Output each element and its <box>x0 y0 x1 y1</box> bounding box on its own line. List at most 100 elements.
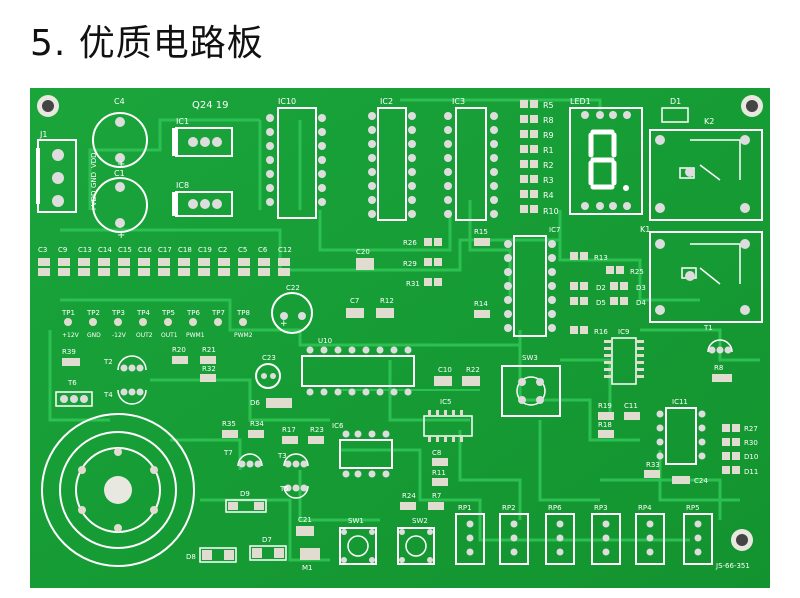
label-d3: D3 <box>636 284 646 292</box>
pad-r22 <box>462 376 480 386</box>
label-ic1: IC1 <box>176 117 189 126</box>
label-c24: C24 <box>694 477 708 485</box>
connector-j1 <box>36 139 77 213</box>
label-r9: R9 <box>543 131 554 140</box>
label-ic5: IC5 <box>440 398 451 406</box>
rp-labels: RP1 RP2 RP6 RP3 RP4 RP5 <box>458 504 700 512</box>
transistor-t6 <box>55 391 93 407</box>
pad-m1 <box>300 548 320 560</box>
label-r8b: R8 <box>714 364 723 372</box>
label-r26: R26 <box>403 239 417 247</box>
label-r22: R22 <box>466 366 480 374</box>
regulator-ic8 <box>172 191 233 217</box>
label-q: Q24 19 <box>192 100 229 111</box>
switch-sw1 <box>339 527 377 565</box>
label-r5: R5 <box>543 101 554 110</box>
pad-c24 <box>672 476 690 484</box>
svg-text:+: + <box>117 230 125 241</box>
pads-r27-d11 <box>722 424 740 474</box>
regulator-ic1 <box>172 127 233 157</box>
pad-r19 <box>598 412 614 420</box>
dip-ic6 <box>339 430 393 478</box>
label-r35: R35 <box>222 420 236 428</box>
label-r27: R27 <box>744 425 758 433</box>
transistor-t1 <box>707 339 733 354</box>
pads-r13-r25 <box>570 252 628 334</box>
transistor-t7 <box>237 453 263 468</box>
rp-label: RP6 <box>548 504 562 512</box>
label-r21: R21 <box>202 346 216 354</box>
relay-k2 <box>649 129 763 221</box>
label-led1: LED1 <box>570 97 591 106</box>
pad-r23 <box>308 436 324 444</box>
tp-label: TP5 <box>161 309 175 317</box>
tp-label: TP8 <box>236 309 250 317</box>
pad-c7 <box>346 308 364 318</box>
label-ic2: IC2 <box>380 97 393 106</box>
tp-label: TP4 <box>136 309 150 317</box>
pad-r33 <box>644 470 660 478</box>
label-r4: R4 <box>543 191 554 200</box>
label-d4: D4 <box>636 299 646 307</box>
label-r11: R11 <box>432 469 446 477</box>
pad-d8-b <box>224 550 234 560</box>
pad-r21 <box>200 356 216 364</box>
board-code: JS-66-351 <box>715 562 750 570</box>
transistor-t5 <box>283 484 309 499</box>
capacitor-c23 <box>255 363 281 389</box>
label-d10: D10 <box>744 453 758 461</box>
cap-label: C6 <box>258 246 268 254</box>
mounting-holes <box>37 95 763 551</box>
pad-r32 <box>200 374 216 382</box>
label-sw2: SW2 <box>412 517 428 525</box>
dip-ic10 <box>266 107 326 219</box>
resistor-pad-column <box>520 100 538 213</box>
relay-k1 <box>649 231 763 323</box>
tp-sub-label: GND <box>87 332 101 339</box>
label-ic9: IC9 <box>618 328 629 336</box>
pad-r24 <box>400 502 416 510</box>
rp-label: RP2 <box>502 504 516 512</box>
cap-label: C2 <box>218 246 227 254</box>
label-d1: D1 <box>670 97 681 106</box>
label-r15: R15 <box>474 228 488 236</box>
label-c21: C21 <box>298 516 312 524</box>
label-t6: T6 <box>67 379 77 387</box>
dip-ic3 <box>444 107 498 221</box>
switch-sw3 <box>501 365 561 417</box>
smd-ic9 <box>604 337 644 385</box>
pad-d7-b <box>274 548 284 558</box>
label-t5: T5 <box>279 485 289 493</box>
capacitor-c1: + <box>92 177 148 241</box>
transistor-t3 <box>283 453 309 468</box>
label-r33: R33 <box>646 461 660 469</box>
smd-ic5 <box>423 410 473 442</box>
label-j1: J1 <box>39 130 47 139</box>
tp-sub-label: OUT2 <box>136 332 153 339</box>
pad-c20 <box>356 258 374 270</box>
buzzer-footprint <box>41 413 195 567</box>
tp-labels: TP1 TP2 TP3 TP4 TP5 TP6 TP7 TP8 +12V GND… <box>61 309 253 339</box>
tp-label: TP6 <box>186 309 200 317</box>
cap-label: C16 <box>138 246 152 254</box>
dip-ic2 <box>368 107 416 221</box>
label-r25: R25 <box>630 268 644 276</box>
label-ic7: IC7 <box>549 226 560 234</box>
rp-label: RP5 <box>686 504 700 512</box>
label-r7: R7 <box>432 492 441 500</box>
pad-r18 <box>598 430 614 438</box>
test-points <box>64 318 247 326</box>
pad-d9-a <box>228 502 238 510</box>
label-k1: K1 <box>640 225 650 234</box>
tp-label: TP2 <box>86 309 100 317</box>
label-d5: D5 <box>596 299 606 307</box>
label-r31: R31 <box>406 280 420 288</box>
label-r13: R13 <box>594 254 608 262</box>
cap-row-labels: C3 C9 C13 C14 C15 C16 C17 C18 C19 C2 C5 … <box>38 246 292 254</box>
pad-c10 <box>434 376 452 386</box>
label-r39: R39 <box>62 348 76 356</box>
label-m1: M1 <box>302 564 313 572</box>
label-r20: R20 <box>172 346 186 354</box>
tp-sub-label: OUT1 <box>161 332 178 339</box>
pad-d7-a <box>252 548 262 558</box>
